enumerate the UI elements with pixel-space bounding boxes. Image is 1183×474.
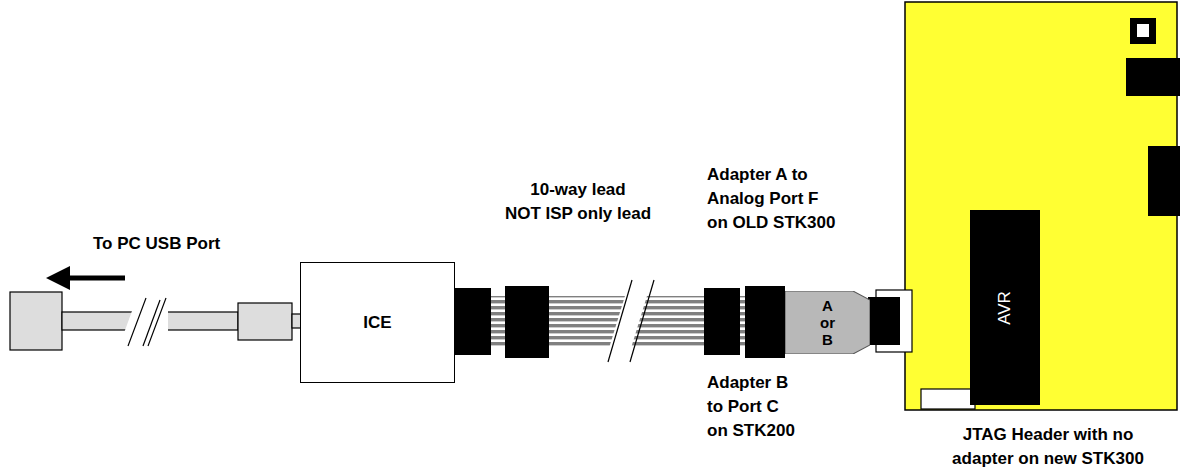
text-line: adapter on new STK300 bbox=[952, 447, 1144, 471]
text-line: NOT ISP only lead bbox=[505, 202, 651, 226]
adapter-b-note: Adapter B to Port C on STK200 bbox=[707, 371, 795, 443]
text-line: on STK200 bbox=[707, 419, 795, 443]
text-line: B bbox=[820, 331, 835, 348]
port-label: To PC USB Port bbox=[93, 232, 220, 256]
jtag-note: JTAG Header with no adapter on new STK30… bbox=[952, 423, 1144, 471]
lead-label: 10-way lead NOT ISP only lead bbox=[505, 178, 651, 226]
avr-chip: AVR bbox=[970, 210, 1040, 405]
node-label: A or B bbox=[820, 297, 835, 348]
adapter-plug bbox=[868, 297, 900, 345]
text-line: to Port C bbox=[707, 395, 795, 419]
node-label: AVR bbox=[993, 291, 1017, 325]
text-line: 10-way lead bbox=[505, 178, 651, 202]
board-parts bbox=[1126, 18, 1180, 216]
jtag-header bbox=[921, 389, 975, 409]
adapter-a-note: Adapter A to Analog Port F on OLD STK300 bbox=[707, 163, 835, 235]
text-line: on OLD STK300 bbox=[707, 211, 835, 235]
text-line: Adapter B bbox=[707, 371, 795, 395]
usb-cable bbox=[10, 292, 301, 350]
text-line: Analog Port F bbox=[707, 187, 835, 211]
text-line: A bbox=[820, 297, 835, 314]
ice-connectors bbox=[455, 286, 549, 358]
text-line: Adapter A to bbox=[707, 163, 835, 187]
ice-box: ICE bbox=[300, 262, 455, 383]
adapter-connectors bbox=[704, 286, 785, 358]
text-line: JTAG Header with no bbox=[952, 423, 1144, 447]
node-label: ICE bbox=[363, 311, 391, 335]
adapter-shape: A or B bbox=[785, 291, 870, 354]
direction-arrow bbox=[46, 266, 125, 290]
text-line: or bbox=[820, 314, 835, 331]
cable-break bbox=[606, 280, 654, 362]
